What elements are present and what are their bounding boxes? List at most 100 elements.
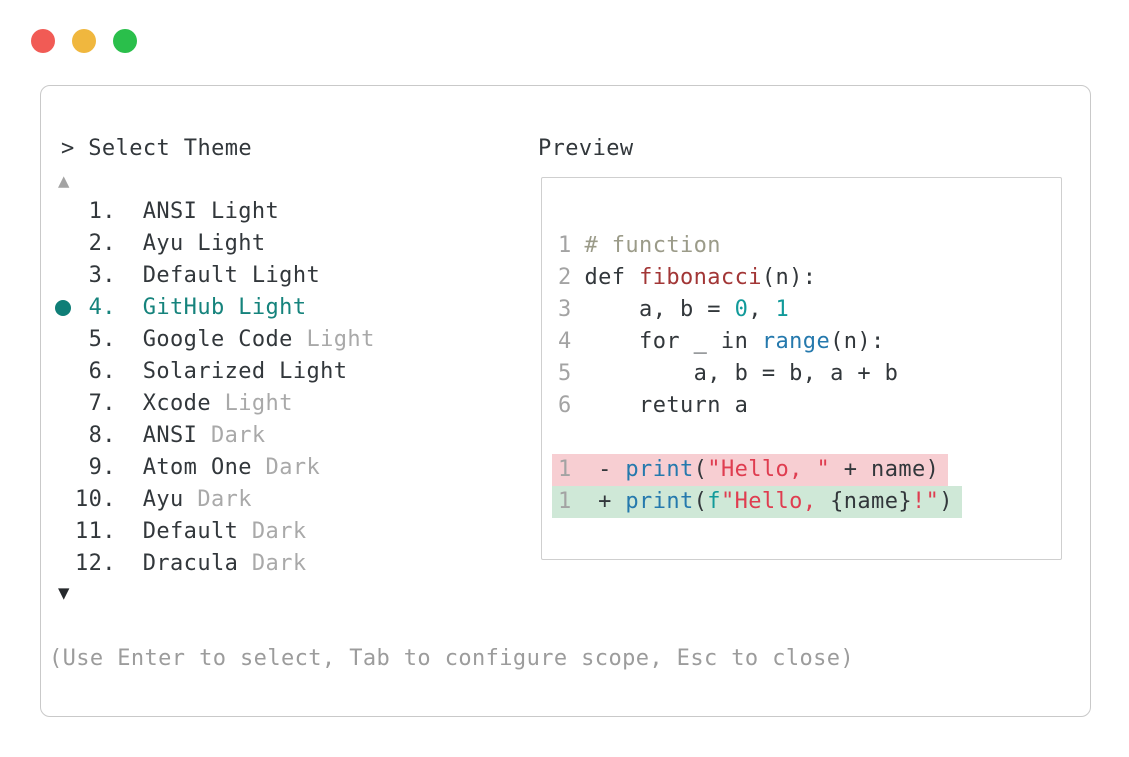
- theme-list-item[interactable]: 9. Atom One Dark: [75, 452, 515, 484]
- theme-variant-dim: Dark: [183, 487, 252, 512]
- theme-variant-dim: Dark: [251, 455, 321, 480]
- code-line: 6 return a: [558, 390, 1061, 422]
- preview-label: Preview: [538, 136, 634, 161]
- line-number: 1: [558, 233, 572, 258]
- code-token-text: a, b =: [584, 297, 735, 322]
- theme-number: 8.: [75, 423, 116, 448]
- theme-number: 2.: [75, 231, 116, 256]
- code-line: 1 + print(f"Hello, {name}!"): [552, 486, 1061, 518]
- theme-list-item[interactable]: 3. Default Light: [75, 260, 515, 292]
- line-number: 1: [558, 489, 572, 514]
- line-number: 6: [558, 393, 572, 418]
- code-line: 1 # function: [558, 230, 1061, 262]
- code-token-text: (: [693, 457, 708, 482]
- theme-list-item[interactable]: 4. GitHub Light: [55, 292, 515, 324]
- theme-name: Dracula: [142, 551, 239, 576]
- theme-name: Default Light: [142, 263, 321, 288]
- code-token-text: def: [584, 265, 640, 290]
- theme-name: Atom One: [142, 455, 252, 480]
- theme-name: Google Code: [142, 327, 293, 352]
- theme-variant-dim: Light: [210, 391, 293, 416]
- theme-number: 4.: [75, 295, 116, 320]
- diff-add-line: 1 + print(f"Hello, {name}!"): [552, 486, 962, 518]
- theme-number: 10.: [75, 487, 116, 512]
- code-token-number: f: [707, 489, 721, 514]
- theme-number: 9.: [75, 455, 116, 480]
- theme-number: 6.: [75, 359, 116, 384]
- theme-number: 5.: [75, 327, 116, 352]
- theme-number: 3.: [75, 263, 116, 288]
- code-token-text: a, b = b, a + b: [584, 361, 899, 386]
- theme-list-item[interactable]: 11. Default Dark: [75, 516, 515, 548]
- theme-number: 12.: [75, 551, 116, 576]
- theme-variant-dim: Light: [292, 327, 375, 352]
- code-token-func: fibonacci: [639, 265, 762, 290]
- code-token-text: ): [939, 489, 953, 514]
- code-token-text: ,: [748, 297, 776, 322]
- window-controls: [31, 29, 137, 53]
- theme-number: 1.: [75, 199, 116, 224]
- scroll-up-icon[interactable]: ▲: [58, 170, 70, 192]
- line-number: 5: [558, 361, 572, 386]
- code-token-builtin: range: [761, 329, 831, 354]
- theme-list-item[interactable]: 8. ANSI Dark: [75, 420, 515, 452]
- code-token-text: +: [584, 489, 626, 514]
- selected-bullet-icon: [55, 300, 71, 316]
- code-token-text: -: [584, 457, 626, 482]
- code-blank-line: [558, 422, 1061, 454]
- maximize-button[interactable]: [113, 29, 137, 53]
- theme-list-item[interactable]: 5. Google Code Light: [75, 324, 515, 356]
- theme-name: Ayu Light: [142, 231, 266, 256]
- code-token-text: (n):: [830, 329, 885, 354]
- theme-list-item[interactable]: 10. Ayu Dark: [75, 484, 515, 516]
- code-token-comment: # function: [584, 233, 721, 258]
- code-token-text: return a: [584, 393, 749, 418]
- theme-name: Ayu: [142, 487, 184, 512]
- theme-name: Solarized Light: [142, 359, 348, 384]
- theme-list-item[interactable]: 6. Solarized Light: [75, 356, 515, 388]
- theme-list-item[interactable]: 12. Dracula Dark: [75, 548, 515, 580]
- code-line: 5 a, b = b, a + b: [558, 358, 1061, 390]
- theme-number: 11.: [75, 519, 116, 544]
- code-token-string: "Hello, ": [707, 457, 831, 482]
- code-token-string: !": [912, 489, 940, 514]
- close-button[interactable]: [31, 29, 55, 53]
- code-token-number: 1: [775, 297, 790, 322]
- code-token-text: (n):: [761, 265, 817, 290]
- theme-name: ANSI: [142, 423, 198, 448]
- code-line: 3 a, b = 0, 1: [558, 294, 1061, 326]
- line-number: 2: [558, 265, 572, 290]
- theme-name: Default: [142, 519, 239, 544]
- code-token-text: + name): [830, 457, 940, 482]
- scroll-down-icon[interactable]: ▼: [58, 582, 70, 604]
- minimize-button[interactable]: [72, 29, 96, 53]
- code-token-string: "Hello,: [720, 489, 831, 514]
- hint-text: (Use Enter to select, Tab to configure s…: [49, 646, 855, 671]
- code-line: 2 def fibonacci(n):: [558, 262, 1061, 294]
- theme-name: Xcode: [142, 391, 211, 416]
- theme-variant-dim: Dark: [197, 423, 266, 448]
- theme-list-item[interactable]: 1. ANSI Light: [75, 196, 515, 228]
- code-token-text: {name}: [830, 489, 912, 514]
- theme-variant-dim: Dark: [238, 551, 307, 576]
- line-number: 4: [558, 329, 572, 354]
- theme-list: 1. ANSI Light 2. Ayu Light 3. Default Light…: [55, 196, 515, 580]
- theme-list-item[interactable]: 7. Xcode Light: [75, 388, 515, 420]
- diff-del-line: 1 - print("Hello, " + name): [552, 454, 949, 486]
- theme-name: GitHub Light: [142, 295, 307, 320]
- theme-number: 7.: [75, 391, 116, 416]
- code-line: 1 - print("Hello, " + name): [552, 454, 1061, 486]
- theme-list-item[interactable]: 2. Ayu Light: [75, 228, 515, 260]
- select-theme-prompt: > Select Theme: [61, 136, 253, 161]
- line-number: 1: [558, 457, 572, 482]
- code-token-builtin: print: [625, 457, 694, 482]
- theme-name: ANSI Light: [142, 199, 280, 224]
- code-token-builtin: print: [625, 489, 694, 514]
- code-token-text: (: [693, 489, 708, 514]
- line-number: 3: [558, 297, 572, 322]
- theme-variant-dim: Dark: [238, 519, 307, 544]
- theme-picker-panel: > Select Theme Preview ▲ 1. ANSI Light 2.…: [40, 85, 1091, 717]
- code-token-text: for _ in: [584, 329, 762, 354]
